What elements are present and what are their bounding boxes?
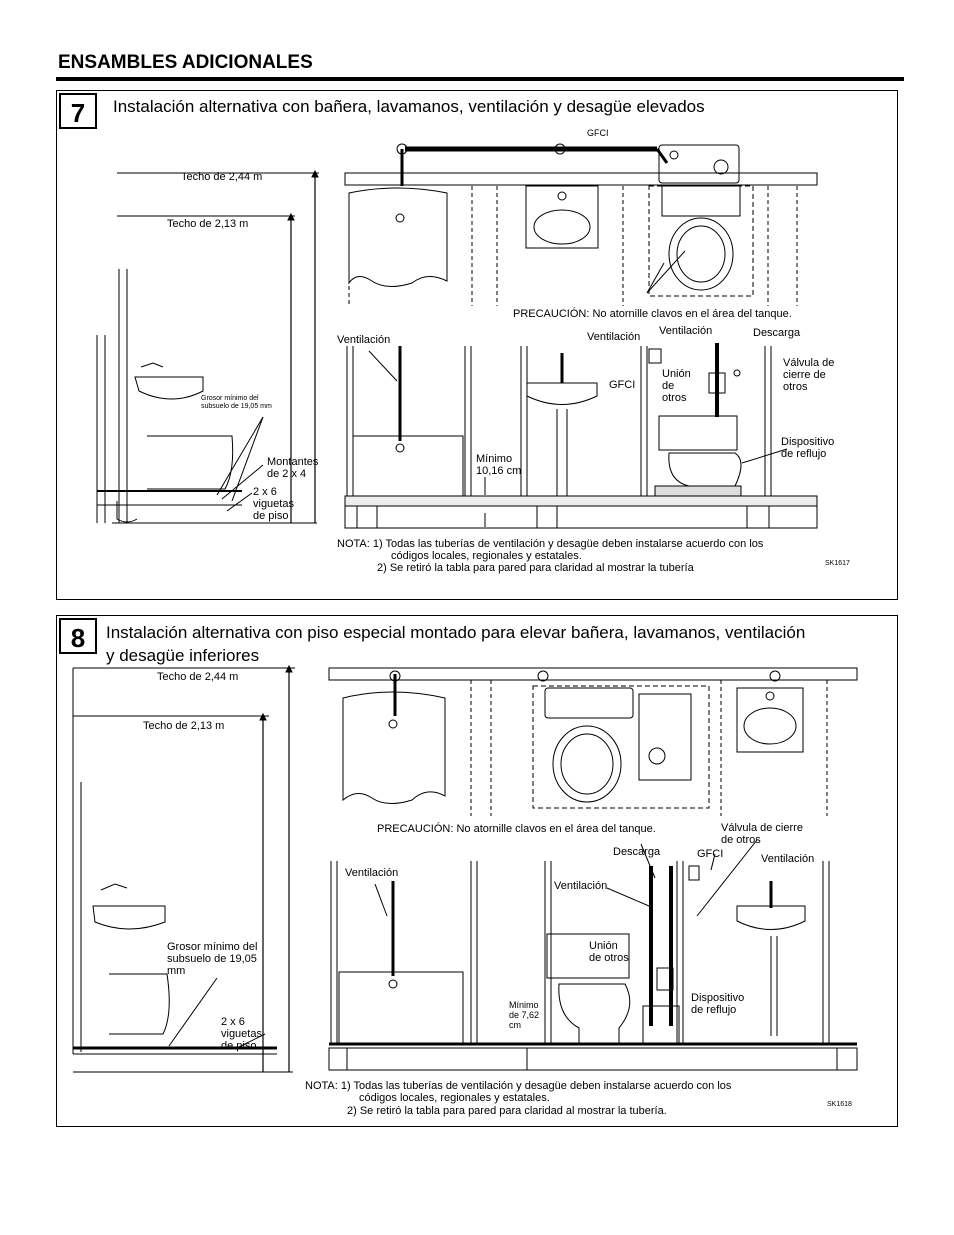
gfci-label: GFCI [587, 128, 609, 138]
panel-7: 7 Instalación alternativa con bañera, la… [56, 90, 898, 600]
minimum-label: Mínimo 10,16 cm [476, 453, 522, 477]
note-2: 2) Se retiró la tabla para pared para cl… [347, 1105, 667, 1117]
shutoff-valve-label: Válvula de cierre de otros [783, 357, 835, 393]
note-2: 2) Se retiró la tabla para pared para cl… [377, 562, 694, 574]
vent-label-mid: Ventilación [554, 880, 608, 892]
minimum-label: Mínimo de 7,62 cm [509, 1000, 540, 1030]
joists-label: 2 x 6 viguetas de piso [221, 1016, 262, 1052]
gfci-label: GFCI [697, 848, 724, 860]
ceiling-244-label: Techo de 2,44 m [157, 671, 239, 683]
ceiling-213-label: Techo de 2,13 m [143, 720, 225, 732]
discharge-label: Descarga [753, 327, 801, 339]
panel-heading: Instalación alternativa con bañera, lava… [113, 97, 705, 116]
installation-diagram-7 [96, 143, 818, 529]
shutoff-valve-label: Válvula de cierre de otros [721, 822, 803, 846]
studs-label: Montantes de 2 x 4 [267, 456, 319, 480]
vent-label-left: Ventilación [345, 867, 399, 879]
vent-label-right: Ventilación [659, 325, 713, 337]
vent-label-mid: Ventilación [587, 331, 641, 343]
backflow-label: Dispositivo de reflujo [781, 436, 835, 460]
drawing-code: SK1618 [827, 1101, 852, 1108]
union-label: Unión de otros [589, 940, 629, 964]
panel-heading-line2: y desagüe inferiores [106, 646, 260, 665]
caution-label: PRECAUCIÓN: No atornille clavos en el ár… [513, 308, 792, 320]
gfci-mid-label: GFCI [609, 379, 636, 391]
step-number: 7 [59, 93, 97, 129]
joists-label: 2 x 6 viguetas de piso [253, 486, 294, 522]
note-1b: códigos locales, regionales y estatales. [391, 550, 582, 562]
note-1: NOTA: 1) Todas las tuberías de ventilaci… [305, 1080, 732, 1092]
vent-label-left: Ventilación [337, 334, 391, 346]
union-label: Unión de otros [662, 368, 691, 404]
note-1: NOTA: 1) Todas las tuberías de ventilaci… [337, 538, 764, 550]
vent-label-right: Ventilación [761, 853, 815, 865]
caution-label: PRECAUCIÓN: No atornille clavos en el ár… [377, 823, 656, 835]
backflow-label: Dispositivo de reflujo [691, 992, 745, 1016]
discharge-label: Descarga [613, 846, 661, 858]
installation-diagram-8 [72, 664, 858, 1073]
ceiling-244-label: Techo de 2,44 m [181, 171, 263, 183]
note-1b: códigos locales, regionales y estatales. [359, 1092, 550, 1104]
ceiling-213-label: Techo de 2,13 m [167, 218, 249, 230]
subfloor-label: Grosor mínimo del subsuelo de 19,05 mm [201, 395, 272, 410]
section-divider [56, 77, 904, 81]
panel-heading-line1: Instalación alternativa con piso especia… [106, 623, 806, 642]
subfloor-label: Grosor mínimo del subsuelo de 19,05 mm [167, 941, 258, 977]
step-number: 8 [59, 618, 97, 654]
panel-8: 8 Instalación alternativa con piso espec… [56, 615, 898, 1127]
section-title: ENSAMBLES ADICIONALES [58, 52, 313, 73]
drawing-code: SK1617 [825, 560, 850, 567]
